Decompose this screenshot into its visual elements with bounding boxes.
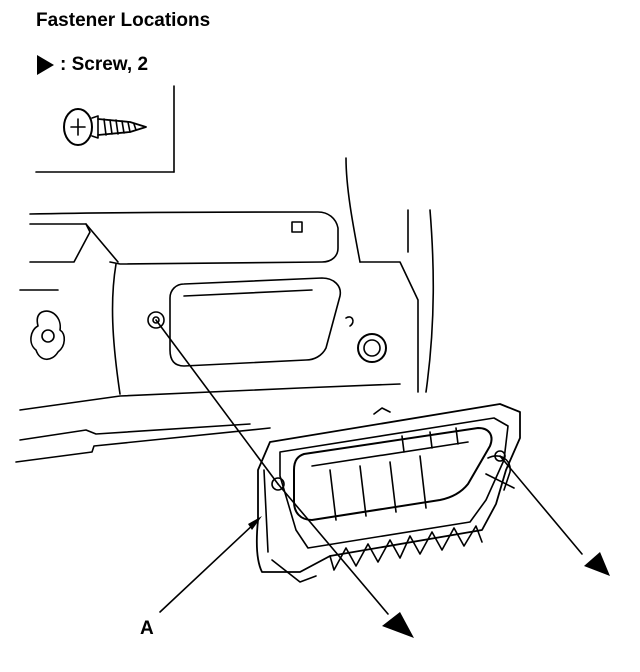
screw-hole-left	[147, 311, 165, 329]
body-panel	[15, 157, 435, 463]
screw-arrowhead	[382, 612, 414, 638]
page-title: Fastener Locations	[36, 10, 211, 31]
part-a-cover	[255, 403, 521, 583]
grommet-right	[345, 316, 387, 363]
clip-feature	[30, 310, 66, 361]
callout-label-a: A	[140, 618, 154, 639]
body-recess	[169, 277, 342, 367]
screw-inset	[35, 85, 175, 173]
leader-lines	[155, 319, 583, 615]
screw-arrowhead	[584, 552, 610, 576]
callout-arrowhead	[248, 516, 262, 530]
screw-icon	[63, 108, 147, 146]
fastener-legend: : Screw, 2	[34, 52, 148, 78]
legend-label: : Screw, 2	[60, 54, 149, 75]
arrowhead-icon	[37, 55, 54, 75]
